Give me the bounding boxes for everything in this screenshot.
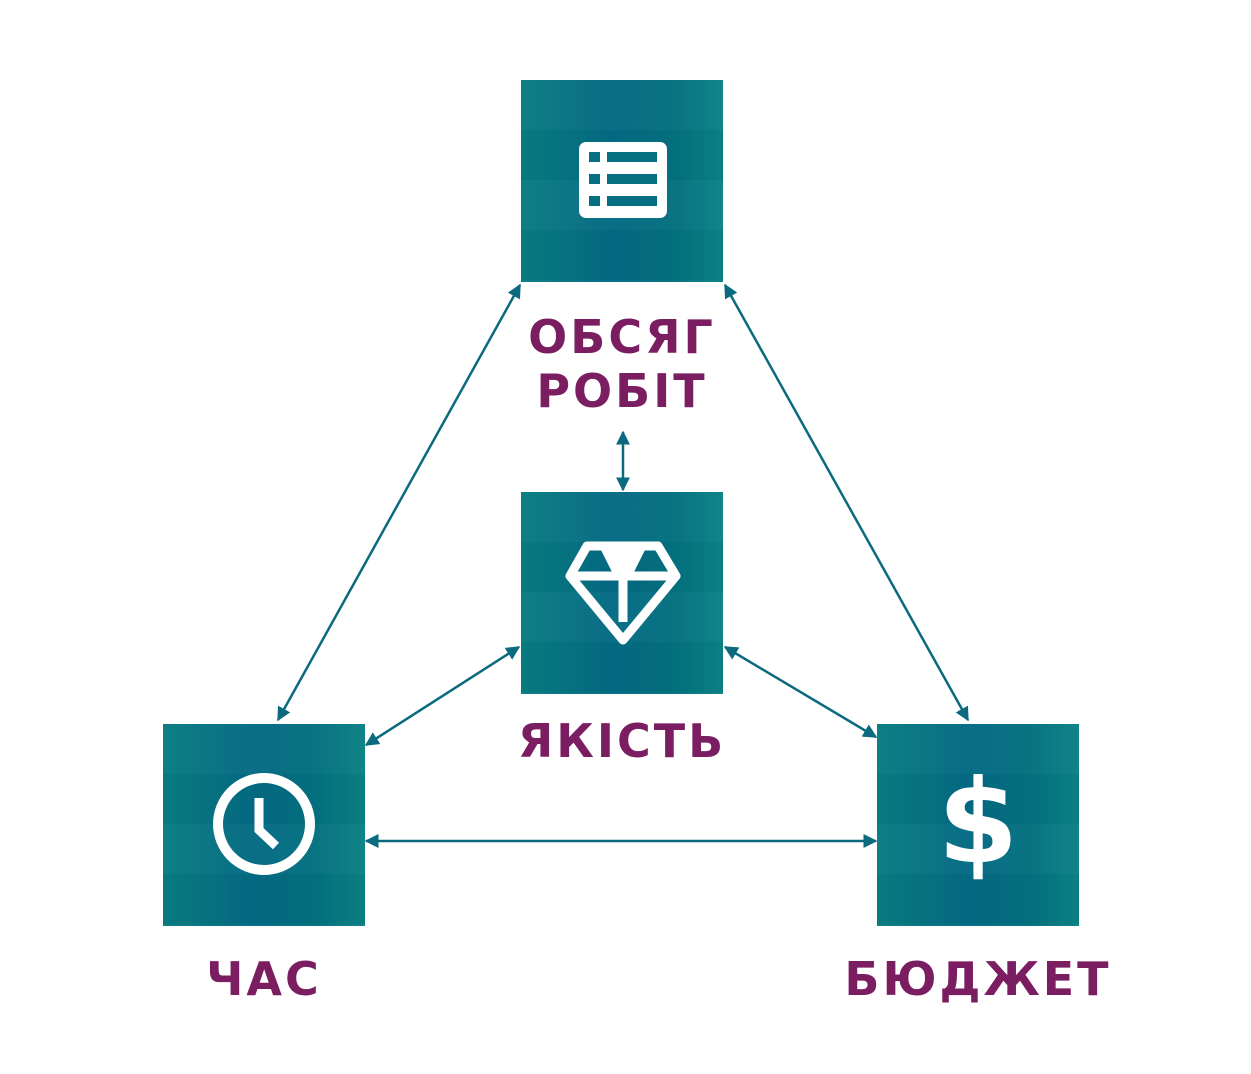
clock-icon — [213, 773, 315, 875]
scope-label-line2: РОБІТ — [536, 364, 708, 418]
budget-node: $ — [877, 724, 1079, 926]
quality-node — [521, 492, 723, 694]
quality-label: ЯКІСТЬ — [517, 714, 727, 768]
budget-label: БЮДЖЕТ — [844, 952, 1112, 1006]
arrow-scope-time — [276, 283, 522, 722]
svg-text:$: $ — [938, 755, 1019, 890]
diamond-icon — [565, 541, 681, 645]
time-label: ЧАС — [206, 952, 322, 1006]
dollar-icon: $ — [938, 755, 1019, 890]
arrow-scope-budget — [723, 283, 970, 722]
arrow-quality-time — [364, 645, 521, 747]
time-node — [163, 724, 365, 926]
arrow-quality-budget — [723, 645, 878, 739]
scope-node — [521, 80, 723, 282]
scope-label-line1: ОБСЯГ — [528, 310, 716, 364]
list-icon — [579, 142, 667, 218]
scope-label: ОБСЯГ РОБІТ — [521, 310, 723, 418]
